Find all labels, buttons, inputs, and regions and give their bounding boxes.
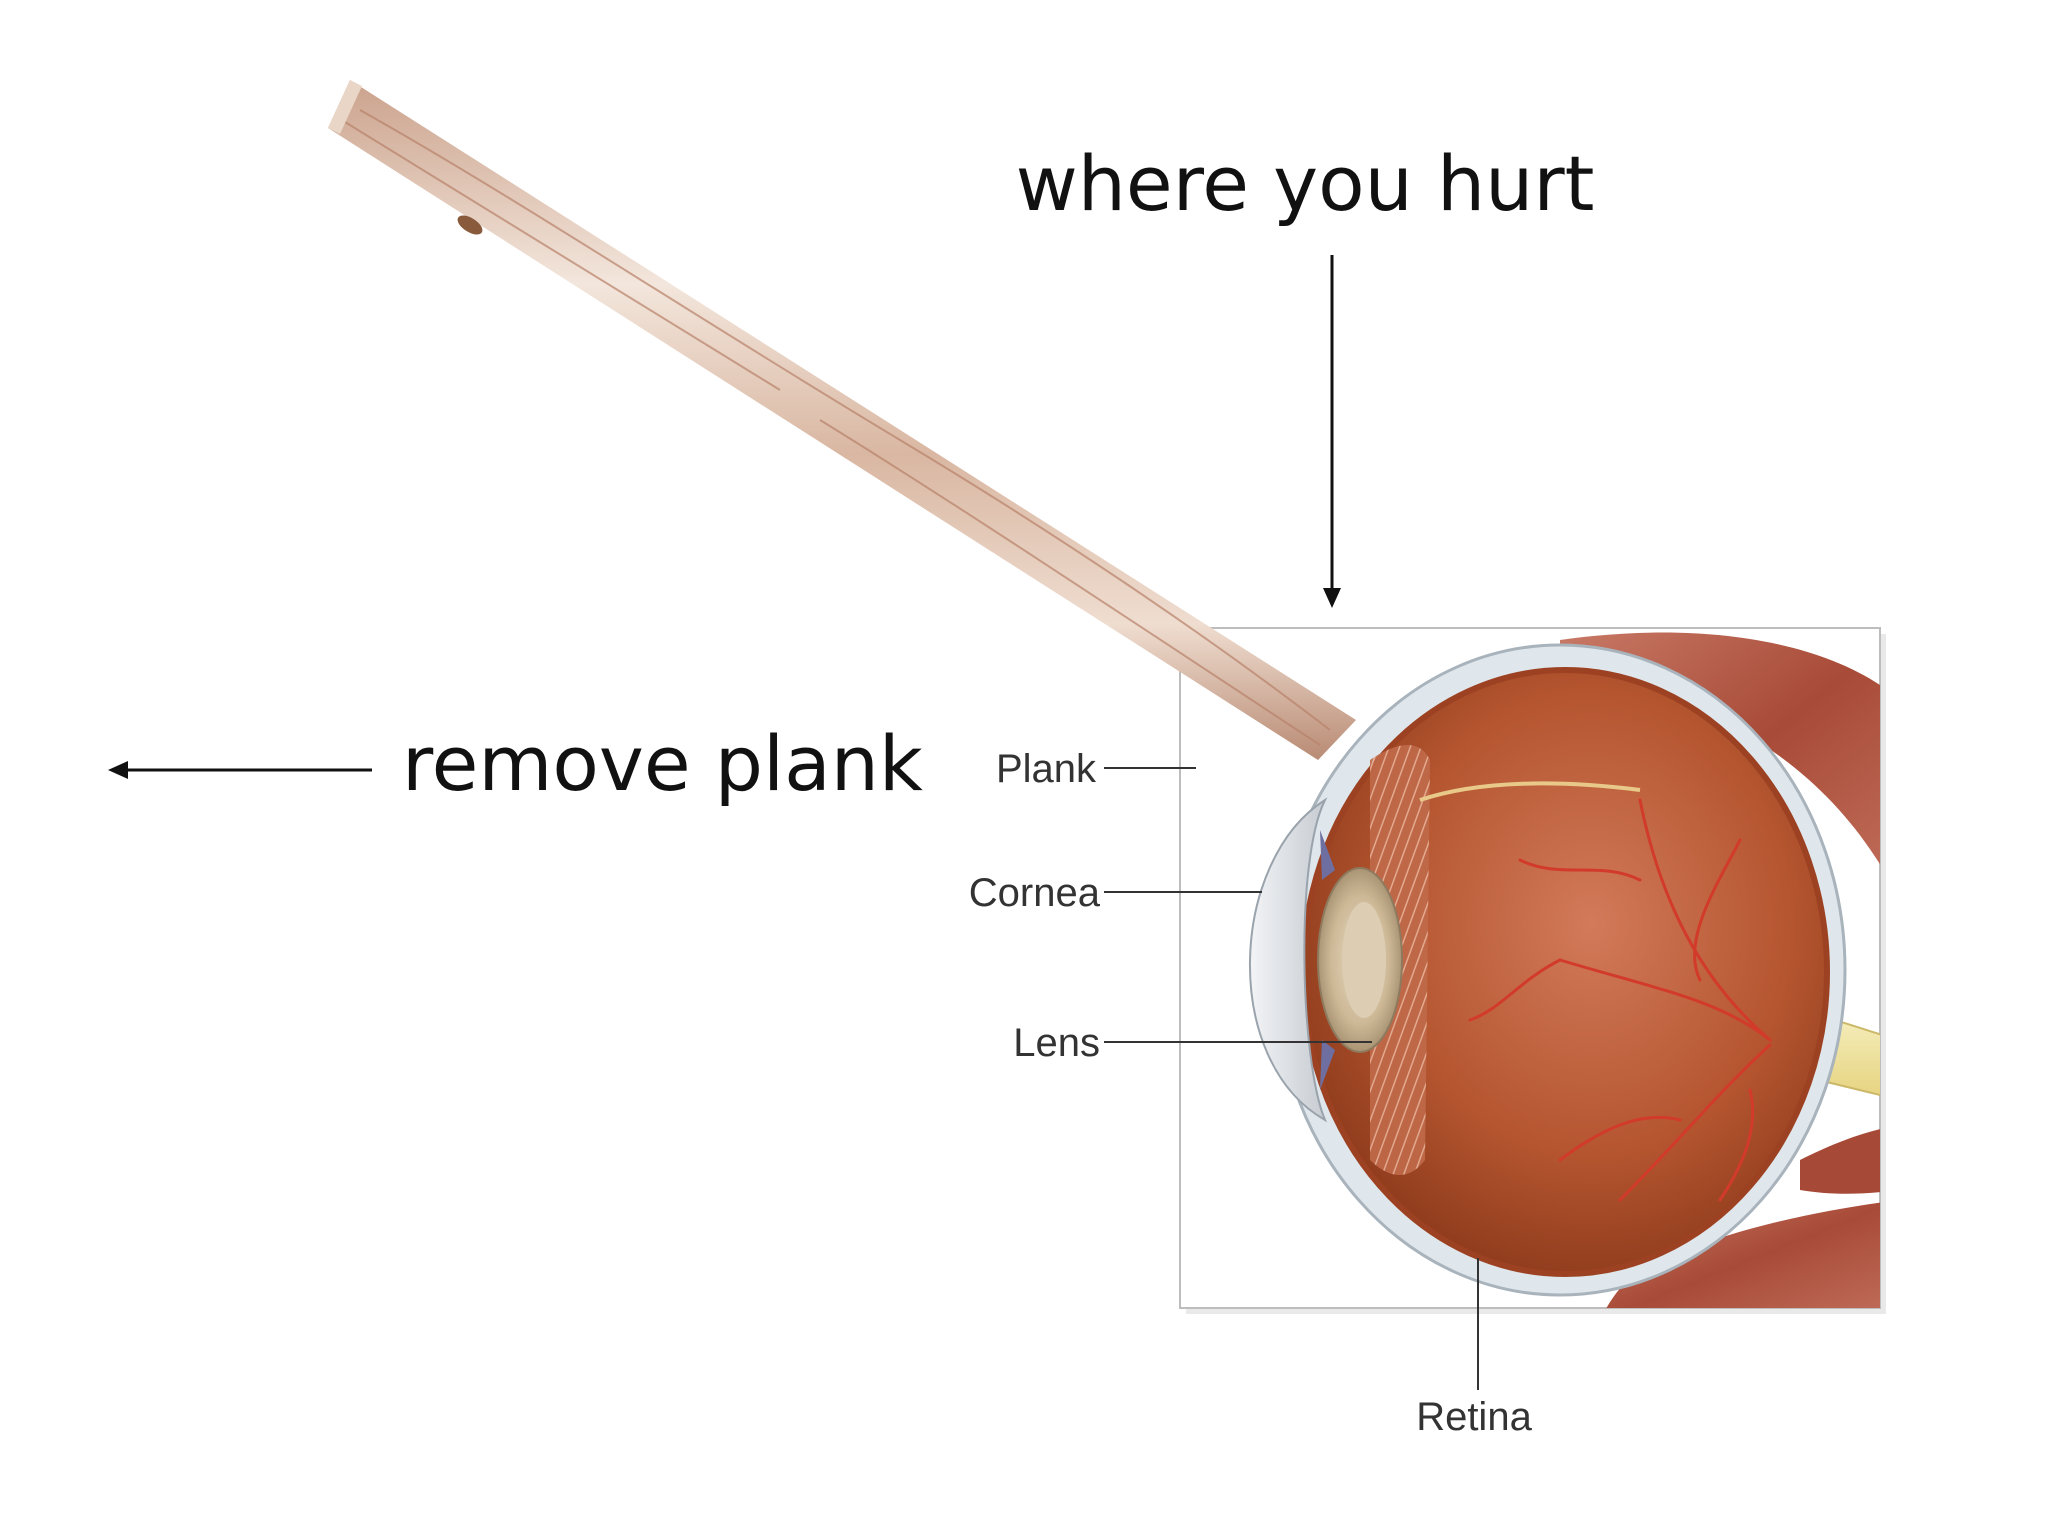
where-you-hurt-text: where you hurt <box>1016 139 1595 228</box>
middle-eye-muscle <box>1800 1129 1880 1194</box>
iris <box>1320 830 1335 1090</box>
cornea <box>1248 797 1328 1123</box>
wooden-plank <box>328 80 1356 760</box>
arrow-down-icon <box>1323 255 1341 608</box>
plank-knot <box>457 215 483 235</box>
plank-label: Plank <box>996 747 1097 791</box>
lens-nucleus <box>1342 902 1386 1018</box>
lens-label: Lens <box>1013 1021 1100 1065</box>
cornea-label: Cornea <box>969 871 1101 915</box>
retina-label: Retina <box>1416 1395 1532 1439</box>
ora-serrata-line <box>1419 781 1641 802</box>
lower-eye-muscle <box>1606 1202 1880 1308</box>
remove-plank-text: remove plank <box>402 719 923 808</box>
upper-eye-muscle <box>1560 632 1880 865</box>
retinal-vessels <box>1468 798 1772 1202</box>
eyeball-interior <box>1303 670 1827 1274</box>
arrow-left-icon <box>108 761 372 779</box>
eye-anatomy-figure: Plank Cornea Lens Retina <box>969 627 1886 1439</box>
